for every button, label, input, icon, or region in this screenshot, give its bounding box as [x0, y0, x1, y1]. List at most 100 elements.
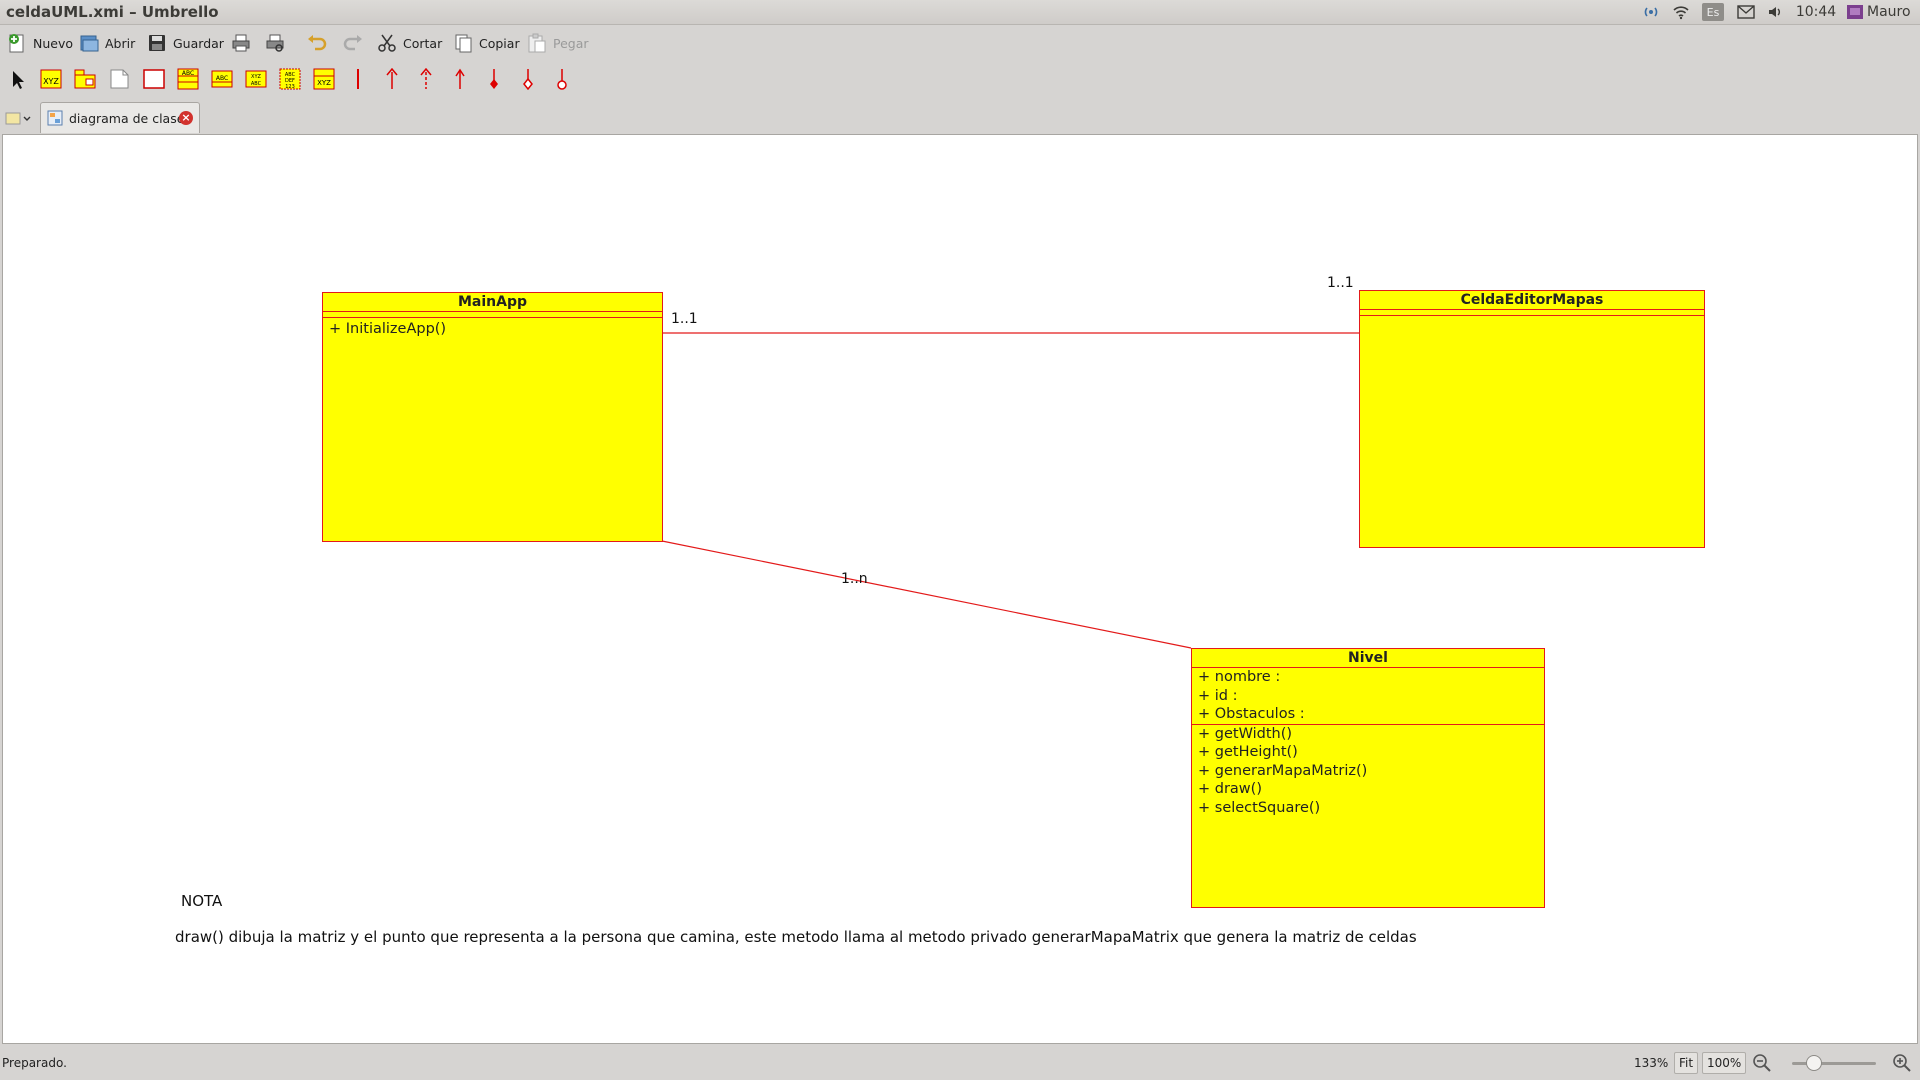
select-arrow-icon[interactable]	[6, 66, 32, 92]
operation[interactable]: + draw()	[1198, 781, 1262, 797]
zoom-out-icon[interactable]	[1752, 1053, 1772, 1076]
generalization-icon[interactable]	[379, 66, 405, 92]
object-icon[interactable]: XYZ	[311, 66, 337, 92]
new-document-icon	[9, 34, 24, 53]
diagram-icon	[47, 110, 63, 126]
operation[interactable]: + getHeight()	[1198, 744, 1298, 760]
zoom-in-icon[interactable]	[1892, 1053, 1912, 1076]
folder-dropdown-icon	[5, 112, 31, 125]
package-icon[interactable]	[72, 66, 98, 92]
multiplicity-nivel[interactable]: 1..n	[841, 571, 868, 587]
zoom-level: 133%	[1634, 1056, 1669, 1070]
note-title[interactable]: NOTA	[181, 892, 223, 910]
multiplicity-mainapp[interactable]: 1..1	[671, 311, 698, 327]
aggregation-icon[interactable]	[481, 66, 507, 92]
composition-icon[interactable]	[515, 66, 541, 92]
operation[interactable]: + generarMapaMatriz()	[1198, 762, 1368, 779]
association-icon[interactable]	[447, 66, 473, 92]
save-button-label: Guardar	[173, 35, 224, 51]
open-button-label: Abrir	[105, 35, 136, 51]
cut-button[interactable]: Cortar	[376, 30, 442, 56]
open-button[interactable]: Abrir	[78, 30, 135, 56]
copy-button-label: Copiar	[479, 35, 520, 51]
undo-button[interactable]	[306, 30, 328, 56]
keyboard-layout-icon[interactable]: Es	[1702, 3, 1724, 21]
network-broadcast-icon[interactable]	[1640, 2, 1662, 22]
save-button[interactable]: Guardar	[146, 30, 224, 56]
status-text: Preparado.	[2, 1056, 67, 1070]
new-button[interactable]: Nuevo	[6, 30, 73, 56]
svg-text:ABC: ABC	[285, 72, 296, 78]
print-preview-icon	[266, 34, 284, 52]
operation[interactable]: + selectSquare()	[1198, 799, 1321, 816]
undo-icon	[308, 35, 327, 51]
print-icon	[232, 34, 250, 52]
paste-button-label: Pegar	[553, 35, 589, 51]
volume-icon[interactable]	[1765, 2, 1787, 22]
attributes-section	[323, 312, 662, 318]
svg-text:ABC: ABC	[216, 75, 228, 82]
class-name: CeldaEditorMapas	[1360, 291, 1704, 310]
svg-text:DEF: DEF	[285, 78, 295, 84]
redo-icon	[343, 35, 362, 51]
note-text[interactable]: draw() dibuja la matriz y el punto que r…	[175, 928, 1417, 946]
user-icon[interactable]	[1845, 2, 1865, 22]
wifi-icon[interactable]	[1670, 2, 1692, 22]
svg-text:123: 123	[285, 84, 295, 90]
class-name: MainApp	[323, 293, 662, 312]
tab-bar: diagrama de clase ×	[0, 102, 1920, 133]
containment-icon[interactable]	[549, 66, 575, 92]
attribute[interactable]: + id :	[1198, 687, 1238, 704]
operation[interactable]: + InitializeApp()	[329, 321, 447, 337]
close-tab-icon[interactable]: ×	[179, 111, 193, 125]
cut-button-label: Cortar	[403, 35, 443, 51]
anchor-line-icon[interactable]	[345, 66, 371, 92]
tab-diagrama-de-clase[interactable]: diagrama de clase ×	[40, 102, 200, 133]
paste-button[interactable]: Pegar	[526, 30, 589, 56]
operation[interactable]: + getWidth()	[1198, 725, 1293, 742]
fit-button[interactable]: Fit	[1674, 1052, 1699, 1074]
tab-label: diagrama de clase	[69, 110, 185, 126]
zoom-slider-track[interactable]	[1792, 1062, 1876, 1065]
redo-button[interactable]	[342, 30, 364, 56]
clock[interactable]: 10:44	[1795, 4, 1837, 20]
entity-icon[interactable]: ABC	[175, 66, 201, 92]
new-diagram-menu-button[interactable]	[4, 108, 34, 128]
attribute[interactable]: + nombre :	[1198, 669, 1281, 685]
print-preview-button[interactable]	[264, 30, 286, 56]
class-nivel[interactable]: Nivel + nombre : + id : + Obstaculos : +…	[1191, 648, 1545, 908]
interface-icon[interactable]: ABC	[209, 66, 235, 92]
copy-icon	[455, 34, 472, 53]
svg-text:ABC: ABC	[182, 70, 194, 77]
attributes-section: + nombre : + id : + Obstaculos :	[1192, 668, 1544, 725]
association-lines	[661, 332, 1359, 649]
multiplicity-celda[interactable]: 1..1	[1327, 275, 1354, 291]
zoom-slider-handle[interactable]	[1806, 1055, 1822, 1071]
attribute[interactable]: + Obstaculos :	[1198, 706, 1305, 722]
main-toolbar: Nuevo Abrir Guardar Cortar Copiar Pegar	[0, 28, 1920, 58]
zoom-100-button[interactable]: 100%	[1702, 1052, 1747, 1074]
copy-button[interactable]: Copiar	[452, 30, 520, 56]
user-name[interactable]: Mauro	[1867, 4, 1911, 20]
paste-icon	[528, 33, 546, 53]
class-mainapp[interactable]: MainApp + InitializeApp()	[322, 292, 663, 542]
diagram-canvas[interactable]: 1..1 1..1 1..n MainApp + InitializeApp()…	[2, 134, 1918, 1044]
svg-text:XYZ: XYZ	[43, 77, 59, 86]
attributes-section	[1360, 310, 1704, 316]
svg-text:XYZ: XYZ	[251, 74, 261, 80]
box-icon[interactable]	[141, 66, 167, 92]
print-button[interactable]	[230, 30, 252, 56]
class-icon[interactable]: XYZ	[38, 66, 64, 92]
mail-icon[interactable]	[1735, 2, 1757, 22]
association-mainapp-nivel[interactable]	[661, 540, 1192, 649]
top-panel: celdaUML.xmi – Umbrello Es 10:44 Mauro	[0, 0, 1920, 25]
note-icon[interactable]	[106, 66, 132, 92]
new-button-label: Nuevo	[33, 35, 74, 51]
dependency-icon[interactable]	[413, 66, 439, 92]
status-bar: Preparado. 133% Fit 100%	[0, 1044, 1920, 1080]
class-celdaeditormapas[interactable]: CeldaEditorMapas	[1359, 290, 1705, 548]
save-disk-icon	[149, 35, 165, 51]
